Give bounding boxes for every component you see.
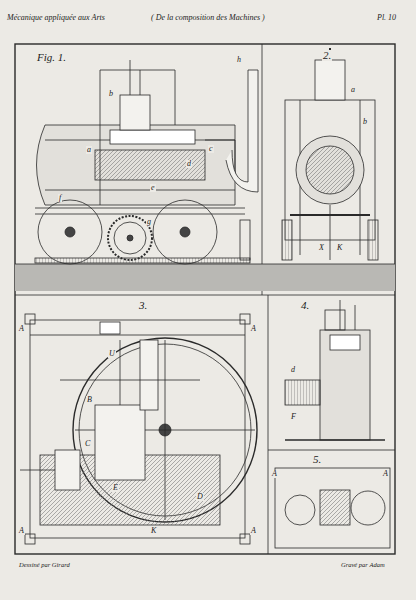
callout-letter: c — [208, 145, 214, 153]
callout-letter: b — [362, 118, 368, 126]
plate-frame — [15, 44, 395, 554]
figure-number: Fig. 1. — [36, 52, 67, 63]
callout-letter: f — [58, 194, 62, 202]
draughtsman-credit: Dessiné par Girard — [18, 562, 71, 569]
locomotive-front-view — [282, 48, 378, 260]
callout-letter: U — [108, 350, 116, 358]
figure-number: 3. — [138, 300, 148, 311]
running-header: ( De la composition des Machines ) — [150, 14, 266, 22]
ground-band — [15, 264, 395, 291]
engine-plan — [275, 468, 390, 548]
callout-letter: C — [84, 440, 91, 448]
callout-letter: b — [108, 90, 114, 98]
running-header: Mécanique appliquée aux Arts — [6, 14, 106, 22]
callout-letter: A — [18, 325, 25, 333]
callout-letter: F — [290, 413, 297, 421]
plate-number: Pl. 10 — [376, 14, 397, 22]
engraver-credit: Gravé par Adam — [340, 562, 386, 569]
callout-letter: e — [150, 184, 156, 192]
panel-divider — [15, 295, 395, 296]
panel-divider — [268, 450, 395, 451]
callout-letter: K — [336, 244, 343, 252]
callout-letter: g — [146, 218, 152, 226]
callout-letter: A — [382, 470, 389, 478]
callout-letter: d — [186, 160, 192, 168]
figure-number: 2. — [322, 50, 332, 61]
figure-number: 4. — [300, 300, 310, 311]
callout-letter: h — [236, 56, 242, 64]
callout-letter: d — [290, 366, 296, 374]
figure-number: 5. — [312, 454, 322, 465]
callout-letter: K — [150, 527, 157, 535]
engine-detail — [285, 300, 385, 440]
callout-letter: A — [18, 527, 25, 535]
callout-letter: E — [112, 484, 119, 492]
callout-letter: X — [318, 244, 325, 252]
stationary-engine — [20, 314, 257, 544]
panel-divider — [262, 44, 263, 295]
callout-letter: A — [250, 527, 257, 535]
callout-letter: B — [86, 396, 93, 404]
locomotive-side-view — [35, 60, 258, 264]
callout-letter: A — [271, 470, 278, 478]
callout-letter: D — [196, 493, 204, 501]
callout-letter: a — [350, 86, 356, 94]
panel-divider — [268, 295, 269, 554]
callout-letter: A — [250, 325, 257, 333]
callout-letter: a — [86, 146, 92, 154]
